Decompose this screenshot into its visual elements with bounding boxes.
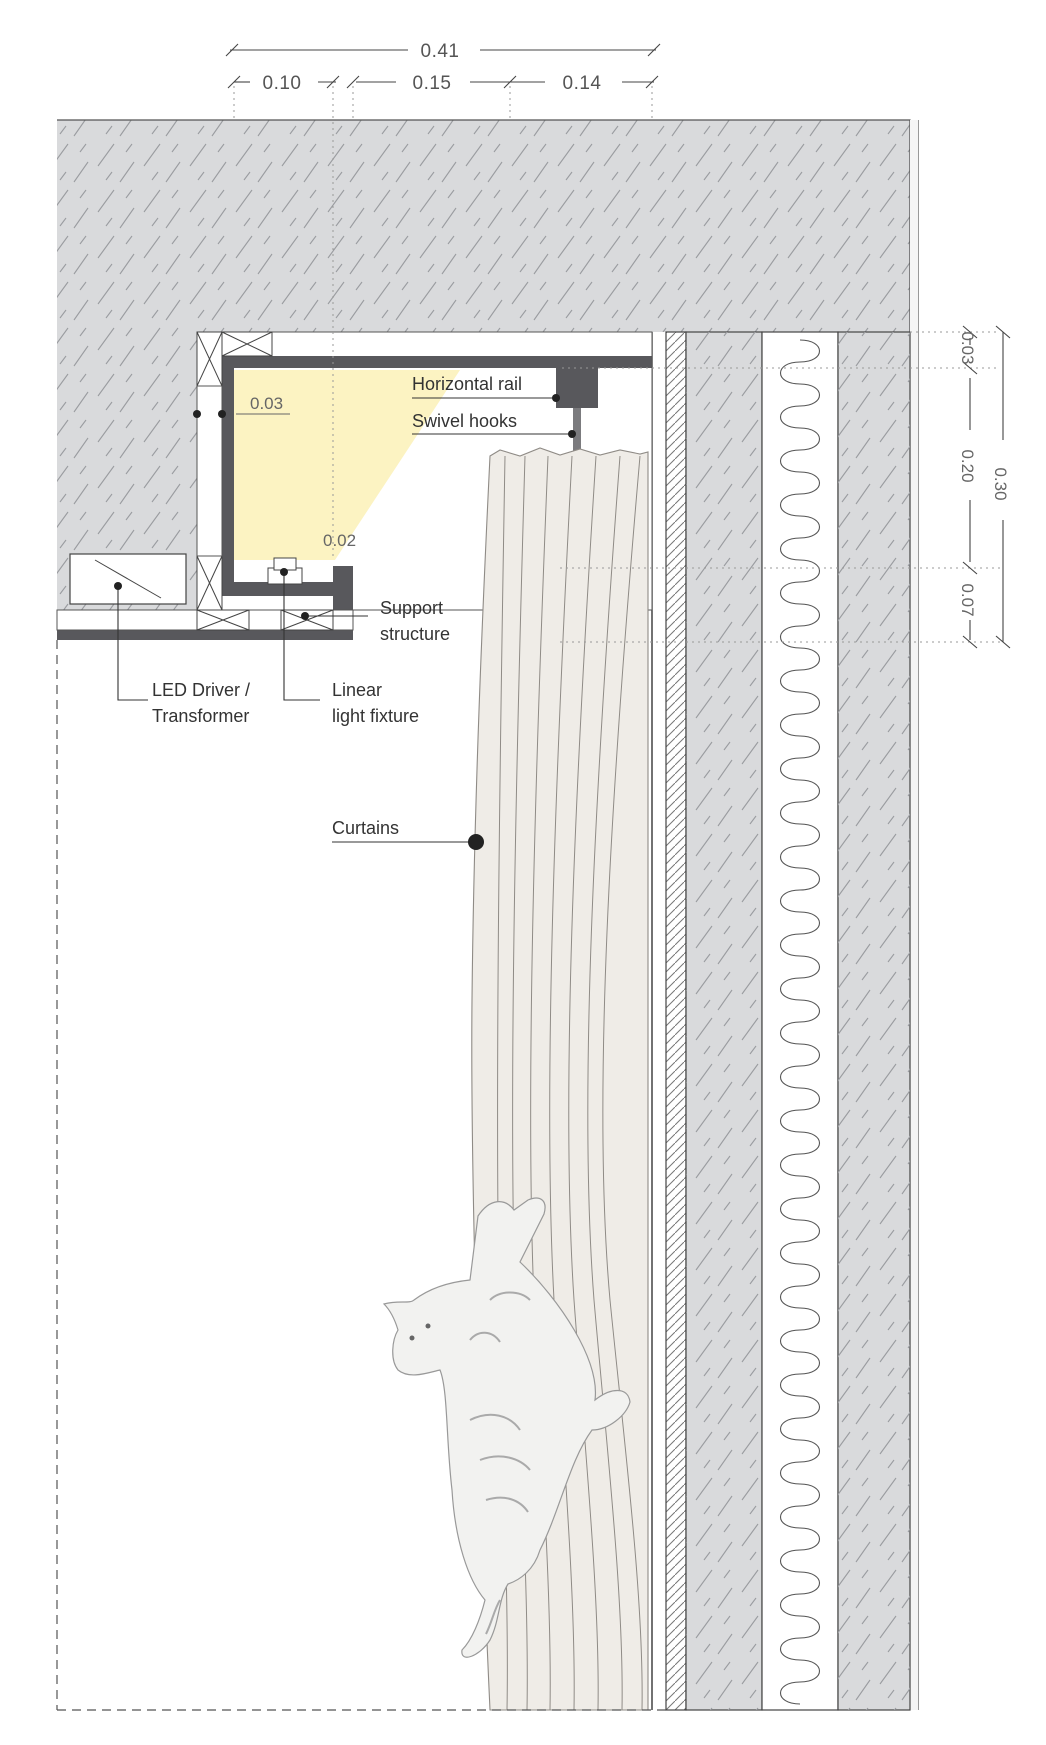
cross-box-icon <box>221 331 273 357</box>
wall-assembly <box>651 331 911 1711</box>
label-support-structure-line1: Support <box>380 598 443 618</box>
cross-box-icon <box>196 555 223 611</box>
label-linear-light-line2: light fixture <box>332 706 419 726</box>
leader-lines <box>117 397 572 843</box>
leader-dots <box>114 394 576 850</box>
dim-inner-b: 0.02 <box>323 531 356 550</box>
right-dimension-lines <box>962 325 1011 649</box>
dim-right-c: 0.07 <box>958 583 977 616</box>
linear-light-fixture <box>267 557 303 585</box>
curtain-rail <box>556 368 598 482</box>
label-linear-light-line1: Linear <box>332 680 382 700</box>
curtain-fold-line <box>549 455 575 1711</box>
dim-right-total: 0.30 <box>991 467 1010 500</box>
led-driver-box <box>69 553 187 605</box>
wall-insulation <box>761 331 839 1711</box>
label-support-structure-line2: structure <box>380 624 450 644</box>
dim-right-a: 0.03 <box>958 331 977 364</box>
light-glow <box>232 370 460 560</box>
cat-illustration-icon <box>382 1197 631 1658</box>
label-led-driver-line1: LED Driver / <box>152 680 250 700</box>
wall-finish-layer <box>665 331 687 1711</box>
reference-lines <box>233 86 1000 643</box>
curtain-fold-line <box>568 455 599 1711</box>
room-outline <box>56 640 666 1711</box>
top-dimension-lines <box>225 43 661 89</box>
dim-top-total: 0.41 <box>421 41 460 62</box>
label-swivel-hooks: Swivel hooks <box>412 411 517 431</box>
dim-top-a: 0.10 <box>263 73 302 94</box>
wavy-insulation-icon <box>780 339 820 1705</box>
cross-box-icon <box>280 609 334 631</box>
dim-top-c: 0.14 <box>563 73 602 94</box>
label-curtains: Curtains <box>332 818 399 838</box>
dim-inner-a: 0.03 <box>250 394 283 413</box>
dim-right-b: 0.20 <box>958 449 977 482</box>
curtain-fold-line <box>602 455 643 1711</box>
cross-box-icon <box>196 609 250 631</box>
label-horizontal-rail: Horizontal rail <box>412 374 522 394</box>
cross-box-icon <box>196 331 223 387</box>
curtain-fold-line <box>587 455 623 1711</box>
dim-top-b: 0.15 <box>413 73 452 94</box>
label-led-driver-line2: Transformer <box>152 706 249 726</box>
